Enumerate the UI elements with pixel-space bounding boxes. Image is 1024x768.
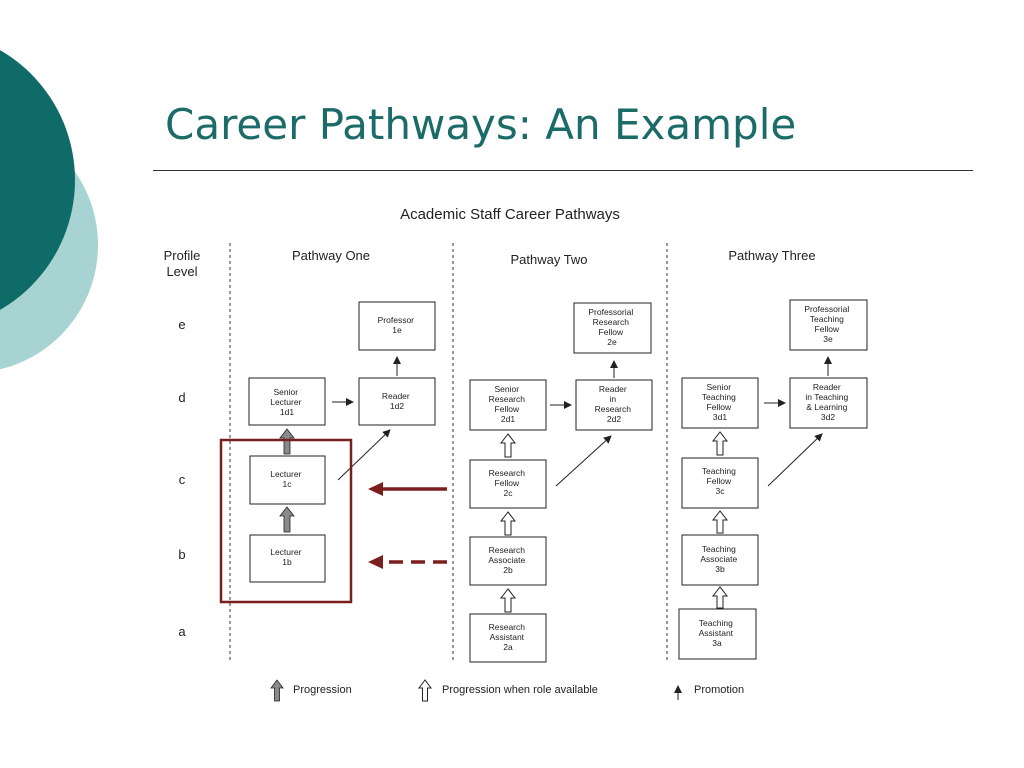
legend-progression-available-label: Progression when role available bbox=[442, 684, 598, 696]
legend-progression-label: Progression bbox=[293, 684, 352, 696]
slide-title: Career Pathways: An Example bbox=[165, 100, 797, 149]
svg-text:Reader in Research: Reader in Research 2d2 bbox=[595, 384, 634, 424]
title-divider bbox=[153, 170, 973, 171]
promotion-arrow-2c-2d2 bbox=[555, 435, 612, 487]
progression-arrow-1c-1d1 bbox=[279, 428, 295, 455]
svg-text:Teaching Assistant: Teaching Assistant 3a bbox=[699, 618, 736, 648]
svg-text:Teaching Fellow 3c: Teaching Fellow 3c bbox=[702, 466, 738, 496]
role-box-3a: Teaching Assistant 3a bbox=[678, 608, 757, 660]
role-box-2d2: Reader in Research 2d2 bbox=[575, 379, 653, 431]
promotion-arrows bbox=[332, 356, 832, 487]
svg-text:Lecturer 1c: Lecturer 1c bbox=[270, 469, 304, 489]
role-box-1e: Professor 1e bbox=[358, 301, 436, 351]
role-box-3e: Professorial Teaching Fellow 3e bbox=[789, 299, 868, 351]
legend: Progression Progression when role availa… bbox=[270, 679, 744, 702]
profile-header-line-1: Profile bbox=[164, 248, 201, 263]
diagram-heading: Academic Staff Career Pathways bbox=[400, 206, 620, 223]
hollow-arrow-2b-2c bbox=[499, 511, 517, 536]
role-box-2e: Professorial Research Fellow 2e bbox=[573, 302, 652, 354]
legend-progression-available-icon bbox=[418, 679, 432, 702]
legend-promotion-label: Promotion bbox=[694, 684, 744, 696]
hollow-arrow-3b-3c bbox=[711, 510, 729, 534]
hollow-arrow-3c-3d1 bbox=[711, 431, 729, 456]
role-box-3d1: Senior Teaching Fellow 3d1 bbox=[681, 377, 759, 429]
level-label-c: c bbox=[179, 472, 186, 487]
hollow-arrow-2c-2d1 bbox=[499, 433, 517, 458]
pathway-one-header: Pathway One bbox=[292, 248, 370, 263]
svg-text:Senior Lecturer 1d: Senior Lecturer 1d1 bbox=[270, 387, 304, 417]
level-label-a: a bbox=[178, 624, 186, 639]
svg-text:Lecturer 1b: Lecturer 1b bbox=[270, 547, 304, 567]
red-arrow-solid bbox=[368, 482, 447, 496]
svg-text:Senior Research Fe: Senior Research Fellow 2d1 bbox=[489, 384, 528, 424]
role-box-2d1: Senior Research Fellow 2d1 bbox=[469, 379, 547, 431]
svg-text:Reader 1d2: Reader 1d2 bbox=[382, 391, 412, 411]
level-label-e: e bbox=[178, 317, 185, 332]
role-box-1d1: Senior Lecturer 1d1 bbox=[248, 377, 326, 426]
hollow-arrow-2a-2b bbox=[499, 588, 517, 613]
svg-text:Teaching Associate: Teaching Associate 3b bbox=[700, 544, 739, 574]
svg-text:Research Associate: Research Associate 2b bbox=[488, 545, 527, 575]
progression-arrows bbox=[279, 428, 295, 533]
progression-available-arrows bbox=[499, 431, 729, 613]
role-box-3c: Teaching Fellow 3c bbox=[681, 457, 759, 509]
role-box-2a: Research Assistant 2a bbox=[469, 613, 547, 663]
role-box-2b: Research Associate 2b bbox=[469, 536, 547, 586]
promotion-arrow-3c-3d2 bbox=[767, 433, 823, 487]
legend-progression-icon bbox=[270, 679, 284, 702]
progression-arrow-1b-1c bbox=[279, 506, 295, 533]
level-label-d: d bbox=[178, 390, 185, 405]
svg-text:Professorial Research: Professorial Research Fellow 2e bbox=[588, 307, 635, 347]
decorative-circles bbox=[0, 50, 98, 370]
dark-teal-circle bbox=[0, 50, 75, 310]
svg-text:Professorial Teaching: Professorial Teaching Fellow 3e bbox=[804, 304, 851, 344]
role-box-1c: Lecturer 1c bbox=[249, 455, 326, 505]
level-label-b: b bbox=[178, 547, 185, 562]
highlight-box bbox=[219, 438, 353, 604]
svg-text:Research Fellow 2c: Research Fellow 2c bbox=[489, 468, 528, 498]
profile-header-line-2: Level bbox=[166, 264, 197, 279]
svg-text:Senior Teaching Fe: Senior Teaching Fellow 3d1 bbox=[702, 382, 738, 422]
red-arrow-dashed bbox=[368, 555, 447, 569]
svg-text:Research Assistant: Research Assistant 2a bbox=[489, 622, 528, 652]
role-box-1d2: Reader 1d2 bbox=[358, 377, 436, 426]
role-box-3d2: Reader in Teaching & Learning 3d2 bbox=[789, 377, 868, 429]
svg-text:Professor 1e: Professor 1e bbox=[378, 315, 417, 335]
column-dividers bbox=[229, 243, 668, 662]
role-box-2c: Research Fellow 2c bbox=[469, 459, 547, 509]
role-box-3b: Teaching Associate 3b bbox=[681, 534, 759, 586]
pathway-three-header: Pathway Three bbox=[728, 248, 815, 263]
promotion-arrow-1c-1d2 bbox=[337, 429, 391, 481]
hollow-arrow-3a-3b bbox=[711, 586, 729, 609]
svg-text:Reader in Teaching: Reader in Teaching & Learning 3d2 bbox=[805, 382, 850, 422]
pathway-two-header: Pathway Two bbox=[510, 252, 587, 267]
role-box-1b: Lecturer 1b bbox=[249, 534, 326, 583]
